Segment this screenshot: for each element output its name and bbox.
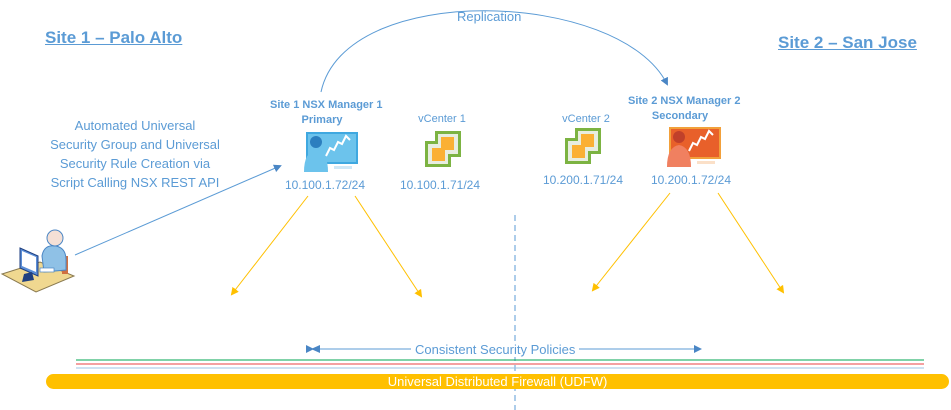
nsx-manager-orange-icon (663, 125, 721, 167)
admin-workstation-icon (0, 226, 76, 296)
vc2-ip: 10.200.1.71/24 (542, 173, 624, 187)
udfw-bar: Universal Distributed Firewall (UDFW) (46, 374, 949, 389)
automation-line: Automated Universal (74, 118, 196, 133)
vc2-title: vCenter 2 (562, 113, 610, 125)
automation-line: Script Calling NSX REST API (50, 175, 220, 190)
nsx-manager-blue-icon (300, 130, 358, 172)
nsx2-down-left-arrow (591, 192, 671, 292)
vc1-title: vCenter 1 (418, 113, 466, 125)
nsx1-down-left-arrow (230, 195, 309, 296)
site2-title: Site 2 – San Jose (778, 33, 917, 52)
automation-line: Security Rule Creation via (59, 156, 211, 171)
automation-line: Security Group and Universal (50, 137, 220, 152)
policies-label: Consistent Security Policies (411, 342, 580, 357)
vcenter2-icon (565, 128, 601, 164)
replication-arrow (320, 10, 668, 93)
nsx2-down-right-arrow (717, 192, 785, 294)
site1-title: Site 1 – Palo Alto (45, 28, 183, 47)
vcenter1-icon (425, 131, 461, 167)
nsx2-title: Site 2 NSX Manager 2 (628, 95, 741, 107)
nsx2-role: Secondary (651, 110, 709, 122)
nsx1-ip: 10.100.1.72/24 (284, 178, 366, 192)
replication-label: Replication (457, 9, 522, 24)
admin-to-nsx1-arrow (74, 164, 282, 256)
vc1-ip: 10.100.1.71/24 (399, 178, 481, 192)
automation-description: Automated Universal Security Group and U… (40, 116, 230, 192)
nsx1-down-right-arrow (354, 195, 423, 298)
nsx1-role: Primary (301, 114, 343, 126)
udfw-label: Universal Distributed Firewall (UDFW) (387, 374, 608, 389)
nsx1-title: Site 1 NSX Manager 1 (270, 99, 383, 111)
nsx2-ip: 10.200.1.72/24 (650, 173, 732, 187)
